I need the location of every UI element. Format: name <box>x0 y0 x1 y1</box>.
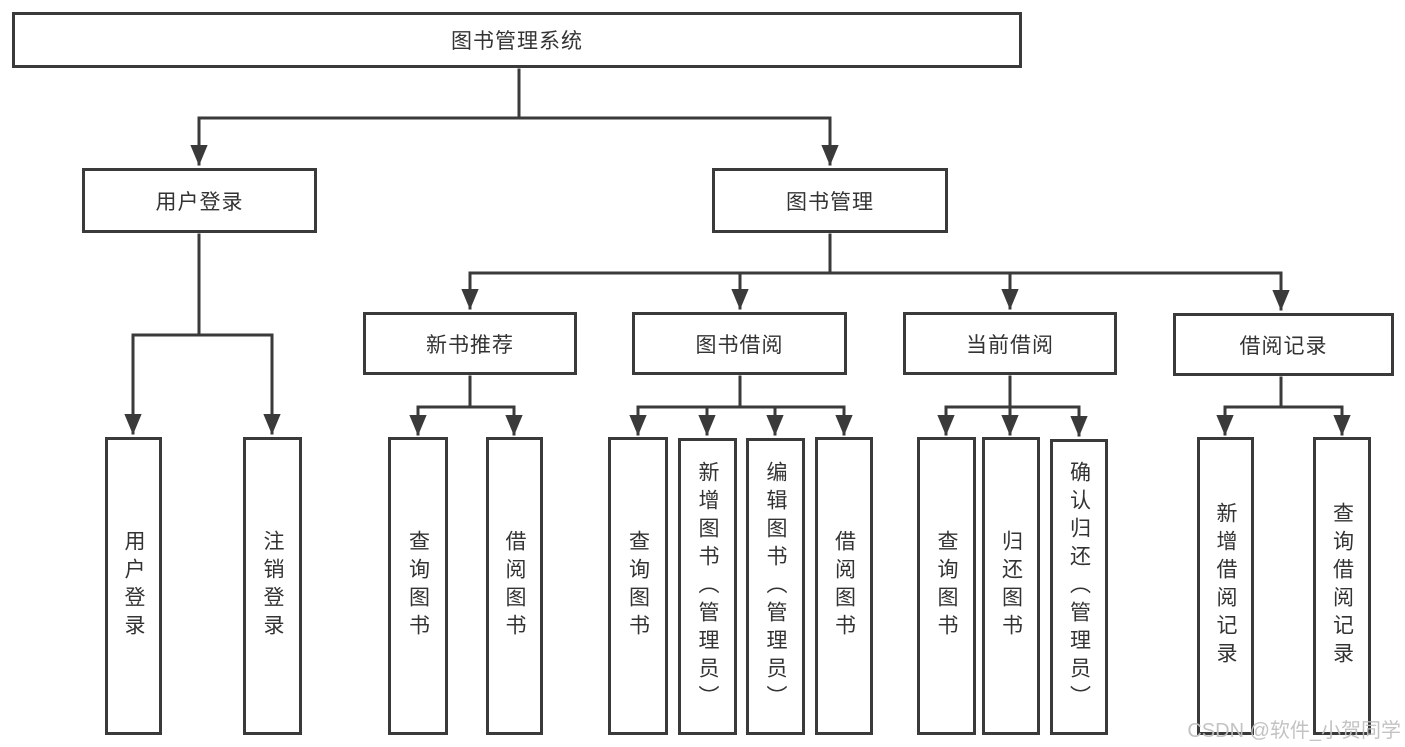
node-user-login: 用户登录 <box>82 168 317 233</box>
leaf-query-books-1-label: 查询图书 <box>406 530 430 642</box>
leaf-query-books-1: 查询图书 <box>388 437 448 735</box>
leaf-query-books-2: 查询图书 <box>608 437 668 735</box>
leaf-add-books-admin-label: 新增图书（管理员） <box>696 460 719 713</box>
leaf-confirm-return-admin: 确认归还（管理员） <box>1050 439 1108 735</box>
leaf-add-borrow-record: 新增借阅记录 <box>1197 437 1254 735</box>
leaf-add-books-admin: 新增图书（管理员） <box>678 438 737 735</box>
leaf-return-books: 归还图书 <box>982 437 1040 735</box>
leaf-query-borrow-record-label: 查询借阅记录 <box>1330 502 1354 670</box>
leaf-borrow-books-2: 借阅图书 <box>815 437 873 735</box>
leaf-user-login-label: 用户登录 <box>122 530 145 642</box>
leaf-query-books-2-label: 查询图书 <box>626 530 650 642</box>
node-root-system: 图书管理系统 <box>12 12 1022 68</box>
leaf-query-books-3-label: 查询图书 <box>935 530 958 642</box>
leaf-logout-label: 注销登录 <box>261 530 284 642</box>
leaf-edit-books-admin: 编辑图书（管理员） <box>746 438 805 735</box>
leaf-borrow-books-1-label: 借阅图书 <box>503 530 526 642</box>
leaf-user-login: 用户登录 <box>105 437 162 735</box>
leaf-borrow-books-1: 借阅图书 <box>486 437 543 735</box>
leaf-confirm-return-admin-label: 确认归还（管理员） <box>1067 461 1091 713</box>
leaf-query-books-3: 查询图书 <box>917 437 976 735</box>
csdn-watermark: CSDN @软件_小贺同学 <box>1187 720 1401 742</box>
node-current-borrowing: 当前借阅 <box>903 312 1117 375</box>
leaf-query-borrow-record: 查询借阅记录 <box>1313 437 1371 735</box>
leaf-edit-books-admin-label: 编辑图书（管理员） <box>764 460 787 713</box>
leaf-add-borrow-record-label: 新增借阅记录 <box>1214 502 1237 670</box>
node-new-book-recommend: 新书推荐 <box>363 312 577 375</box>
node-book-management: 图书管理 <box>712 168 948 233</box>
leaf-return-books-label: 归还图书 <box>999 530 1023 642</box>
node-book-borrowing: 图书借阅 <box>632 312 847 375</box>
node-borrowing-records: 借阅记录 <box>1173 313 1394 376</box>
leaf-logout: 注销登录 <box>243 437 302 735</box>
leaf-borrow-books-2-label: 借阅图书 <box>832 530 856 642</box>
